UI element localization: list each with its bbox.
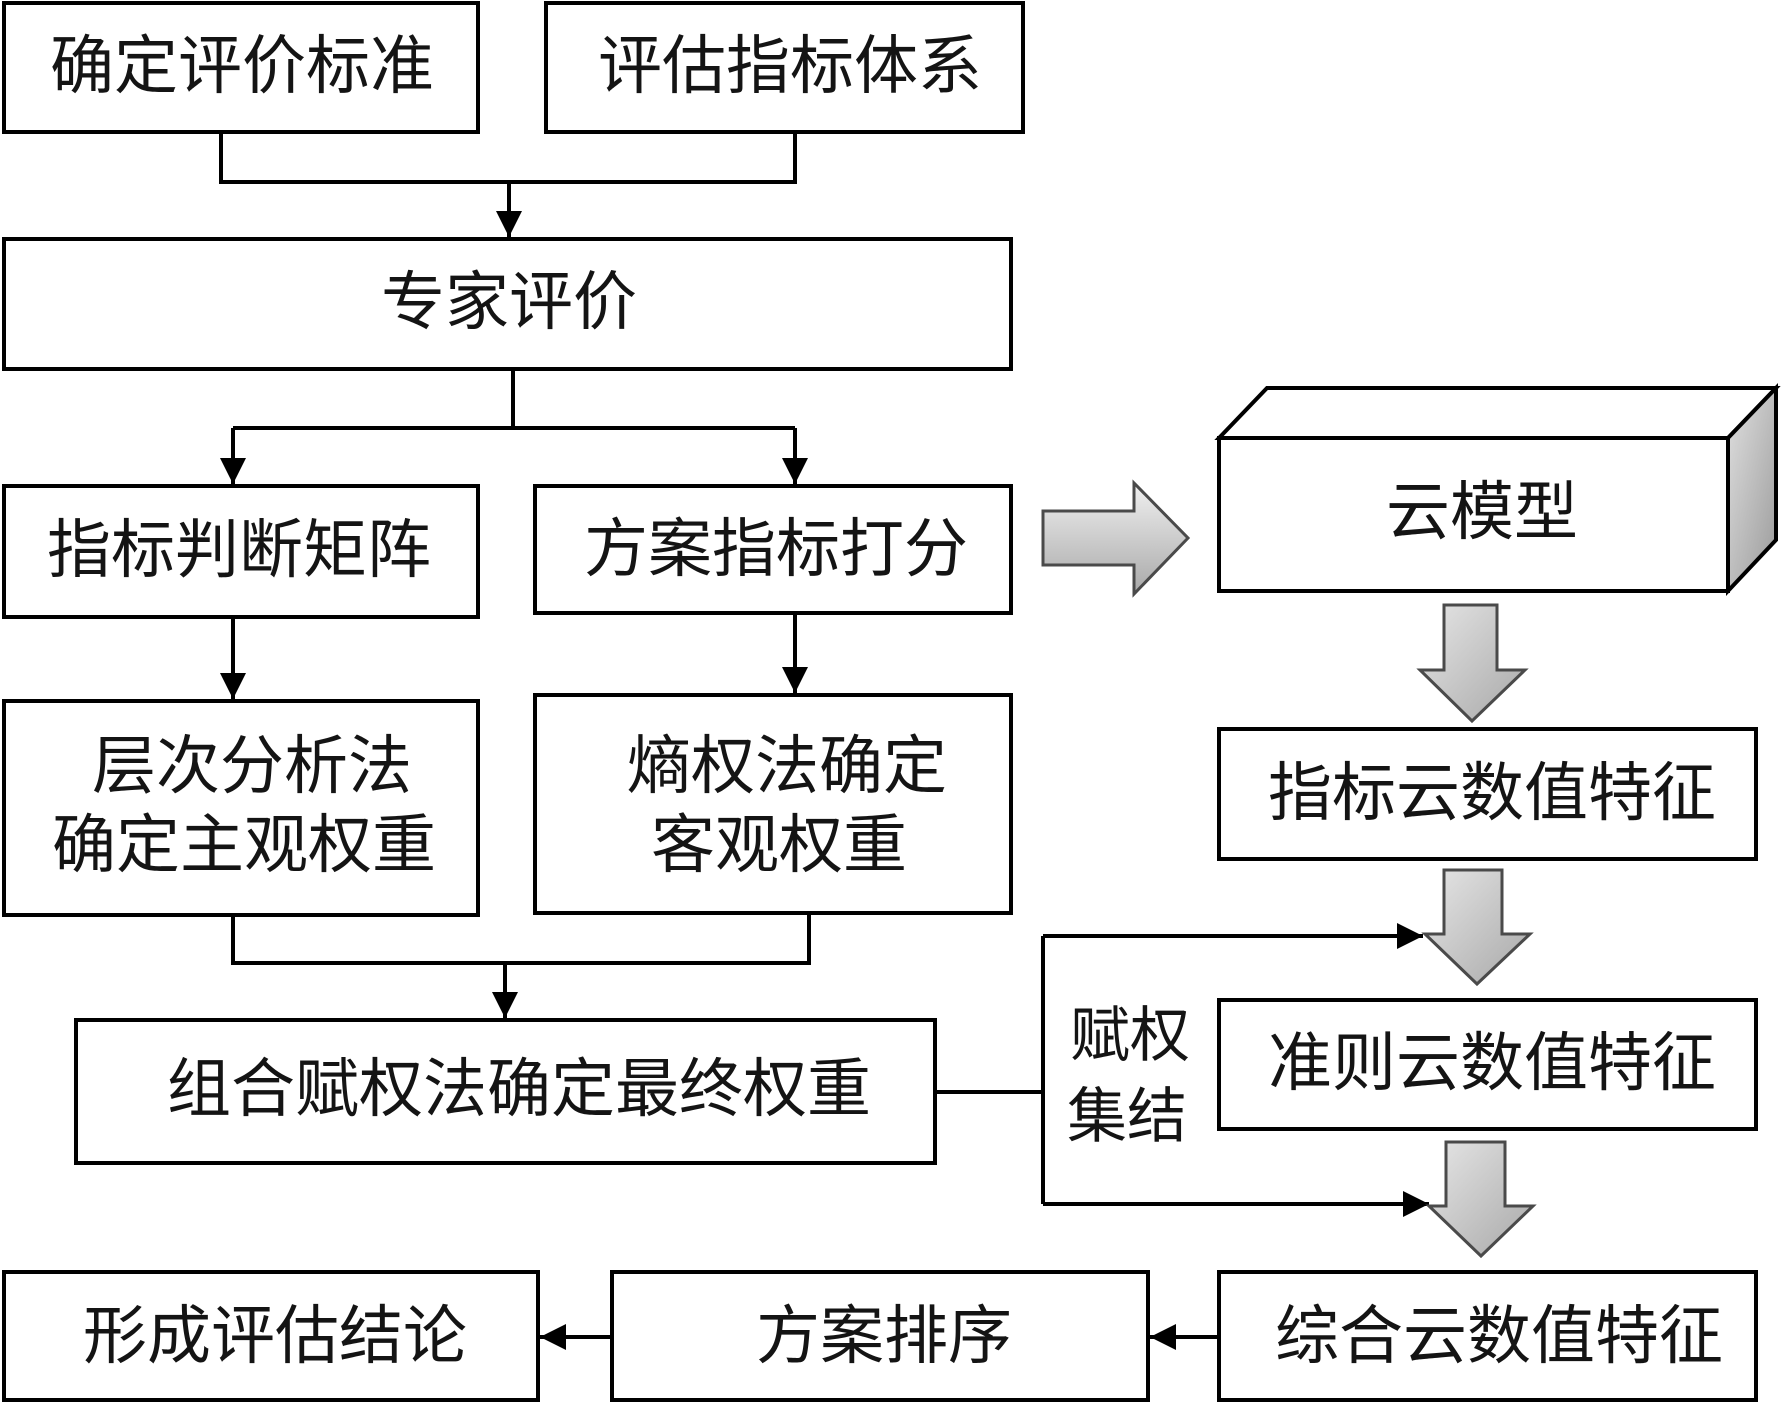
node-expert-box [2,237,1013,371]
cloud-model-top-face [1214,386,1781,440]
node-scoring-box [533,484,1013,615]
node-index-system-label: 评估指标体系 [598,30,982,104]
node-criterion-cloud: 准则云数值特征 [1217,998,1758,1131]
node-cloud-model-label: 云模型 [1386,476,1578,550]
node-criterion-cloud-box [1217,998,1758,1131]
node-ahp-label-line1: 层次分析法 [92,730,412,804]
node-index-cloud: 指标云数值特征 [1217,727,1758,861]
node-ahp-label-line2: 确定主观权重 [52,809,436,883]
node-entropy-box [533,693,1013,915]
node-conclusion-label: 形成评估结论 [83,1300,467,1374]
block-arrow-right-icon [1041,479,1191,598]
node-conclusion-box [2,1270,540,1402]
node-index-system-box [544,1,1025,134]
node-overall-cloud-box [1217,1270,1758,1402]
node-scoring: 方案指标打分 [533,484,1013,615]
node-ranking-box [610,1270,1150,1402]
node-judgment-matrix: 指标判断矩阵 [2,484,480,619]
node-combined-box [74,1018,937,1165]
node-ahp: 层次分析法 确定主观权重 [2,699,480,917]
node-conclusion: 形成评估结论 [2,1270,540,1402]
node-index-system: 评估指标体系 [544,1,1025,134]
node-entropy-label-line1: 熵权法确定 [627,730,947,804]
connector-top-merge [219,132,797,184]
node-ahp-box [2,699,480,917]
node-index-cloud-box [1217,727,1758,861]
node-entropy: 熵权法确定 客观权重 [533,693,1013,915]
node-criteria-box [2,1,480,134]
node-entropy-label-line2: 客观权重 [651,809,907,883]
node-expert: 专家评价 [2,237,1013,371]
node-overall-cloud-label: 综合云数值特征 [1275,1300,1723,1374]
node-scoring-label: 方案指标打分 [584,513,968,587]
cloud-model-front-face [1217,436,1730,593]
block-arrow-down-icon [1421,868,1534,987]
node-overall-cloud: 综合云数值特征 [1217,1270,1758,1402]
node-criterion-cloud-label: 准则云数值特征 [1268,1027,1716,1101]
block-arrow-down-icon [1416,603,1529,724]
node-judgment-matrix-box [2,484,480,619]
edge-label-weight-aggregation: 赋权 集结 [1067,1001,1190,1152]
node-expert-label: 专家评价 [381,266,637,340]
edge-label-line2: 集结 [1067,1082,1187,1152]
node-cloud-model: 云模型 [1214,383,1781,597]
node-ranking: 方案排序 [610,1270,1150,1402]
node-combined-label: 组合赋权法确定最终权重 [167,1053,871,1127]
node-index-cloud-label: 指标云数值特征 [1268,757,1716,831]
edge-label-line1: 赋权 [1070,1001,1190,1071]
node-criteria-label: 确定评价标准 [50,30,434,104]
node-judgment-matrix-label: 指标判断矩阵 [47,514,431,588]
node-criteria: 确定评价标准 [2,1,480,134]
node-ranking-label: 方案排序 [756,1300,1012,1374]
block-arrow-down-icon [1425,1140,1537,1259]
connector-weights-merge [231,913,811,965]
node-combined: 组合赋权法确定最终权重 [74,1018,937,1165]
